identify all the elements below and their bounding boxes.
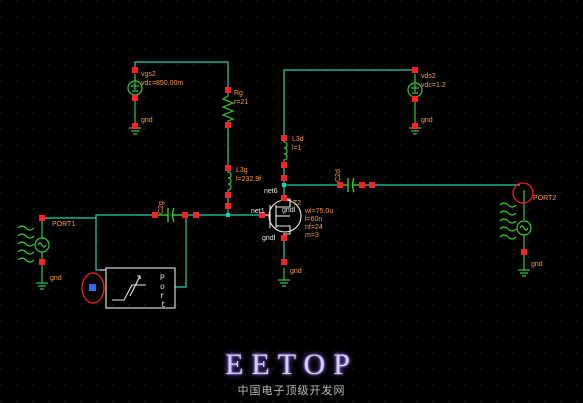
- body-gnd-label: gndl: [282, 207, 296, 214]
- vgs-gnd-label: gnd: [141, 117, 153, 124]
- t2-param-3: nf=24: [305, 224, 323, 231]
- port2-name-label: PORT2: [533, 195, 556, 202]
- rg-name-label: Rg: [234, 90, 243, 97]
- terminal-pin[interactable]: [281, 175, 287, 181]
- terminal-pin[interactable]: [337, 182, 343, 188]
- vds-name-label: vds2: [421, 73, 436, 80]
- terminal-pin[interactable]: [281, 162, 287, 168]
- terminal-pin[interactable]: [281, 235, 287, 241]
- port1-gnd-label: gnd: [50, 275, 62, 282]
- c2g-name-label: C2g: [158, 201, 165, 214]
- vds-gnd-label: gnd: [421, 117, 433, 124]
- watermark-title: EETOP: [225, 348, 358, 381]
- port-box-letter-o: o: [160, 283, 165, 292]
- gate-gnd-label: gndl: [262, 235, 276, 242]
- terminal-pin[interactable]: [369, 182, 375, 188]
- gate-net-label: net1: [251, 208, 265, 215]
- terminal-pin[interactable]: [132, 95, 138, 101]
- vds-value-label: vdc=1.2: [421, 82, 446, 89]
- terminal-pin[interactable]: [281, 135, 287, 141]
- selected-port-pin[interactable]: [89, 284, 96, 291]
- terminal-pin[interactable]: [225, 203, 231, 209]
- port1-name-label: PORT1: [52, 221, 75, 228]
- terminal-pin[interactable]: [193, 212, 199, 218]
- terminal-pin[interactable]: [39, 215, 45, 221]
- port2-source[interactable]: [499, 190, 532, 252]
- vgs-name-label: vgs2: [141, 71, 156, 78]
- drain-net-label: net6: [264, 188, 278, 195]
- terminal-pin[interactable]: [182, 212, 188, 218]
- wires: [44, 61, 520, 288]
- terminal-pin[interactable]: [521, 249, 527, 255]
- l3d-inductor[interactable]: [283, 138, 288, 165]
- l3d-value-label: l=1: [292, 145, 302, 152]
- terminal-pin[interactable]: [259, 212, 265, 218]
- l3g-inductor[interactable]: [227, 168, 232, 195]
- terminal-pin[interactable]: [412, 96, 418, 102]
- l3g-value-label: l=232.9f: [236, 176, 261, 183]
- terminal-pin[interactable]: [152, 212, 158, 218]
- port-box-letter-p: P: [160, 274, 165, 283]
- junction-dots: [226, 183, 286, 217]
- terminal-pin[interactable]: [281, 195, 287, 201]
- t2-param-4: m=3: [305, 232, 319, 239]
- l3g-name-label: L3g: [236, 167, 248, 174]
- t2-param-1: wl=75.0u: [304, 208, 333, 215]
- t2-param-2: l=60n: [305, 216, 322, 223]
- port-box-letter-t: t: [161, 301, 166, 310]
- terminal-pin[interactable]: [225, 122, 231, 128]
- watermark-subtitle: 中国电子顶级开发网: [237, 384, 346, 397]
- terminal-pins: [39, 67, 527, 265]
- terminal-pin[interactable]: [359, 182, 365, 188]
- l3d-name-label: L3d: [292, 136, 304, 143]
- vgs-value-label: vdc=850.00m: [141, 80, 183, 87]
- terminal-pin[interactable]: [39, 259, 45, 265]
- terminal-pin[interactable]: [281, 259, 287, 265]
- terminal-pin[interactable]: [225, 87, 231, 93]
- rg-resistor[interactable]: [221, 90, 235, 125]
- terminal-pin[interactable]: [225, 192, 231, 198]
- terminal-pin[interactable]: [132, 123, 138, 129]
- terminal-pin[interactable]: [225, 165, 231, 171]
- terminal-pin[interactable]: [412, 67, 418, 73]
- port-box-letter-r: r: [160, 292, 165, 301]
- terminal-pin[interactable]: [412, 123, 418, 129]
- terminal-pin[interactable]: [132, 67, 138, 73]
- port-box[interactable]: [100, 267, 176, 309]
- port2-gnd-label: gnd: [531, 261, 543, 268]
- port-highlights: [81, 182, 534, 304]
- rg-value-label: r=21: [234, 99, 248, 106]
- vds-source[interactable]: [407, 74, 423, 135]
- c2d-name-label: C2d: [335, 169, 342, 182]
- t2-gnd-label: gnd: [290, 268, 302, 275]
- t2-name-label: T2: [293, 200, 301, 207]
